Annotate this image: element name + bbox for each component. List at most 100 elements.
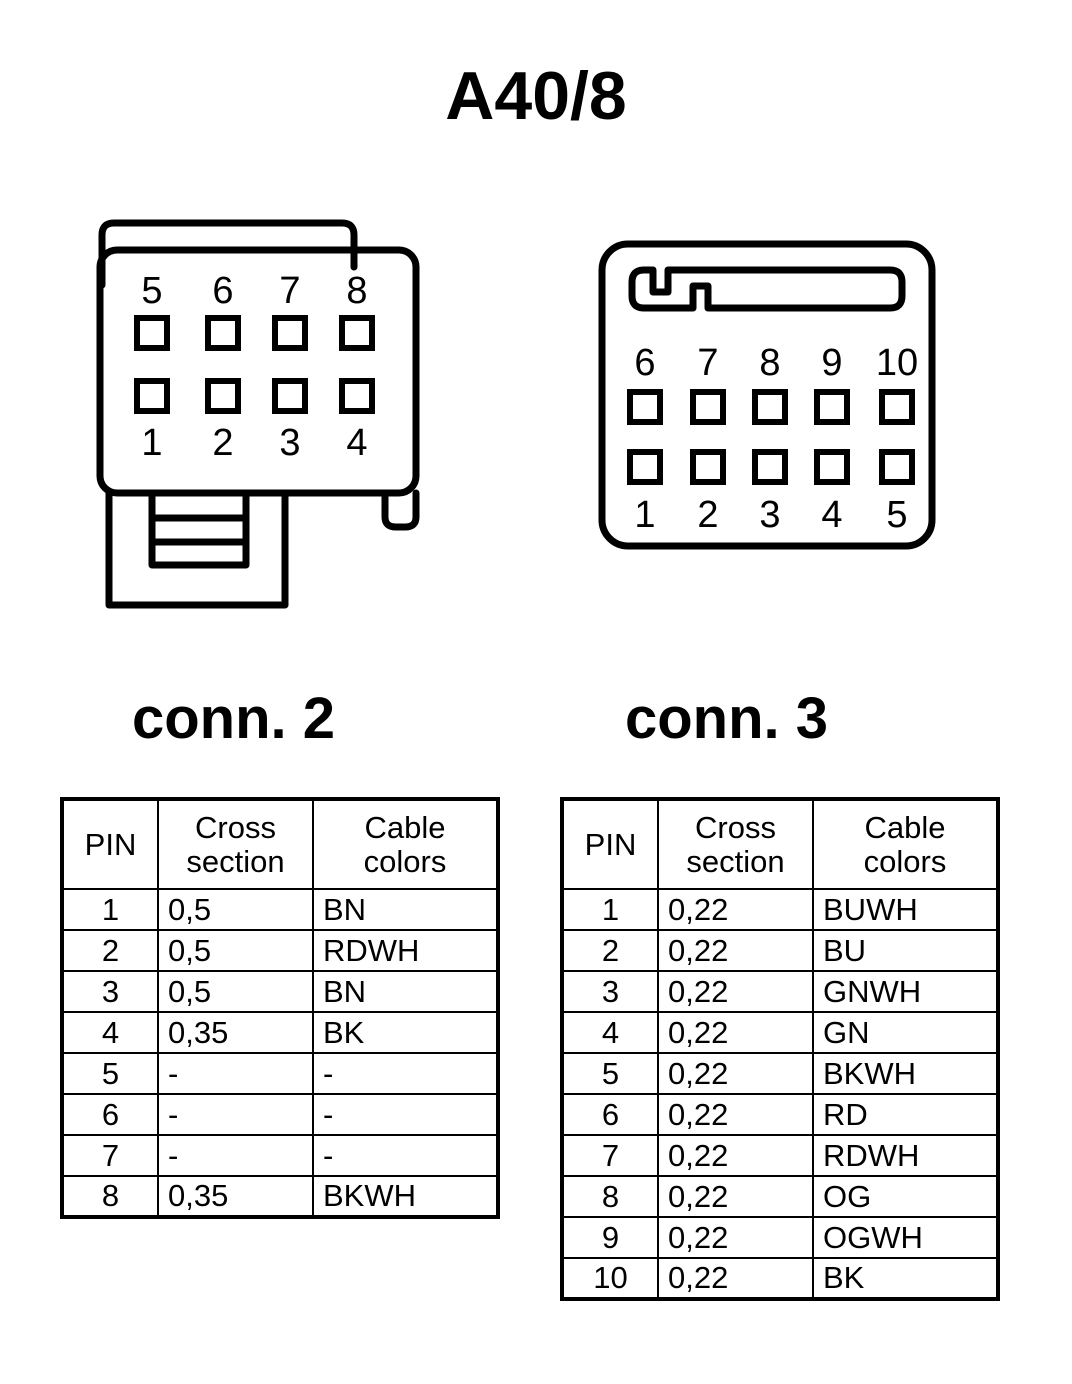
cell-cable-colors: BK: [812, 1257, 999, 1300]
header-cross-line1: Cross: [195, 810, 276, 846]
header-pin-line1: PIN: [84, 826, 137, 862]
connector-2-shroud: [105, 489, 289, 609]
conn3-pin-square-2: [690, 449, 726, 485]
table-row: 6 - -: [61, 1093, 499, 1136]
conn3-pin-square-6: [627, 389, 663, 425]
conn3-pin-square-3: [752, 449, 788, 485]
connector-2-caption: conn. 2: [132, 686, 336, 751]
table-row: 7 0,22 RDWH: [561, 1134, 999, 1177]
conn2-pin-label-6: 6: [212, 270, 233, 312]
header-cable-colors: Cable colors: [812, 798, 999, 890]
cell-pin: 8: [561, 1175, 659, 1218]
table-row: 8 0,22 OG: [561, 1175, 999, 1218]
cell-pin: 2: [561, 929, 659, 972]
cell-pin: 3: [61, 970, 159, 1013]
conn3-pin-square-4: [814, 449, 850, 485]
table-row: 5 - -: [61, 1052, 499, 1095]
conn3-pin-label-5: 5: [886, 494, 907, 536]
connector-2-bottom-labels: 1 2 3 4: [141, 422, 367, 464]
conn3-pin-square-10: [879, 389, 915, 425]
cell-cross-section: 0,5: [157, 888, 314, 931]
cell-pin: 6: [561, 1093, 659, 1136]
cell-pin: 2: [61, 929, 159, 972]
connector-2-pin-table: PIN Cross section Cable colors 1 0,5 BN …: [60, 797, 500, 1219]
cell-cross-section: 0,22: [657, 1052, 814, 1095]
cell-cable-colors: BK: [312, 1011, 499, 1054]
cell-cable-colors: RDWH: [312, 929, 499, 972]
table-row: 8 0,35 BKWH: [61, 1175, 499, 1218]
connector-2-bottom-pins: [134, 378, 375, 414]
connector-3-diagram: 6 7 8 9 10 1 2 3 4 5: [590, 230, 950, 560]
header-cross-line2: section: [186, 843, 285, 879]
table-row: 6 0,22 RD: [561, 1093, 999, 1136]
cell-cable-colors: BN: [312, 970, 499, 1013]
cell-pin: 7: [61, 1134, 159, 1177]
cell-cross-section: -: [157, 1134, 314, 1177]
conn3-pin-label-6: 6: [634, 342, 655, 384]
table-row: 1 0,22 BUWH: [561, 888, 999, 931]
conn3-pin-label-2: 2: [697, 494, 718, 536]
conn3-pin-label-4: 4: [821, 494, 842, 536]
cell-pin: 3: [561, 970, 659, 1013]
cell-pin: 1: [61, 888, 159, 931]
table-head: PIN Cross section Cable colors: [561, 798, 999, 890]
header-cross-line2: section: [686, 843, 785, 879]
header-color-line2: colors: [863, 843, 947, 879]
cell-cross-section: 0,35: [157, 1175, 314, 1218]
cell-cross-section: 0,22: [657, 1175, 814, 1218]
table-row: 4 0,35 BK: [61, 1011, 499, 1054]
conn2-pin-square-8: [339, 315, 375, 351]
table-row: 4 0,22 GN: [561, 1011, 999, 1054]
conn2-pin-square-2: [205, 378, 241, 414]
cell-cross-section: -: [157, 1093, 314, 1136]
cell-cross-section: 0,5: [157, 970, 314, 1013]
cell-cross-section: -: [157, 1052, 314, 1095]
connector-3-body: [598, 240, 936, 550]
conn2-pin-square-1: [134, 378, 170, 414]
connector-2-top-pins: [134, 315, 375, 351]
cell-cable-colors: RDWH: [812, 1134, 999, 1177]
header-pin: PIN: [561, 798, 659, 890]
connector-2-body: [96, 246, 420, 497]
cell-cross-section: 0,5: [157, 929, 314, 972]
cell-pin: 6: [61, 1093, 159, 1136]
table-row: 7 - -: [61, 1134, 499, 1177]
conn3-pin-label-7: 7: [697, 342, 718, 384]
header-cross-section: Cross section: [657, 798, 814, 890]
conn3-pin-label-8: 8: [759, 342, 780, 384]
cell-pin: 4: [61, 1011, 159, 1054]
connector-3-bottom-pins: [627, 449, 915, 485]
conn2-pin-square-6: [205, 315, 241, 351]
table-row: 3 0,22 GNWH: [561, 970, 999, 1013]
connector-2-side-latch: [381, 489, 420, 531]
conn2-pin-label-3: 3: [279, 422, 300, 464]
conn2-pin-label-8: 8: [346, 270, 367, 312]
connector-3-pin-table: PIN Cross section Cable colors 1 0,22 BU…: [560, 797, 1000, 1301]
connector-3-top-labels: 6 7 8 9 10: [634, 342, 918, 384]
conn2-pin-label-7: 7: [279, 270, 300, 312]
connector-2-top-labels: 5 6 7 8: [141, 270, 367, 312]
conn2-pin-square-5: [134, 315, 170, 351]
header-cross-section: Cross section: [157, 798, 314, 890]
connector-2-pin-table-wrapper: PIN Cross section Cable colors 1 0,5 BN …: [60, 797, 500, 1219]
header-pin: PIN: [61, 798, 159, 890]
connector-3-top-pins: [627, 389, 915, 425]
conn3-pin-square-9: [814, 389, 850, 425]
cell-cable-colors: BKWH: [812, 1052, 999, 1095]
connector-2-diagram: 5 6 7 8 1 2 3 4: [80, 205, 440, 625]
cell-cross-section: 0,22: [657, 1011, 814, 1054]
cell-cable-colors: -: [312, 1093, 499, 1136]
conn3-pin-square-7: [690, 389, 726, 425]
cell-pin: 4: [561, 1011, 659, 1054]
table-row: 9 0,22 OGWH: [561, 1216, 999, 1259]
header-pin-line1: PIN: [584, 826, 637, 862]
cell-pin: 8: [61, 1175, 159, 1218]
conn3-pin-square-8: [752, 389, 788, 425]
cell-cross-section: 0,35: [157, 1011, 314, 1054]
cell-cable-colors: GNWH: [812, 970, 999, 1013]
table-row: 1 0,5 BN: [61, 888, 499, 931]
conn3-pin-label-9: 9: [821, 342, 842, 384]
conn2-pin-square-7: [272, 315, 308, 351]
table-header-row: PIN Cross section Cable colors: [61, 798, 499, 890]
cell-cross-section: 0,22: [657, 970, 814, 1013]
